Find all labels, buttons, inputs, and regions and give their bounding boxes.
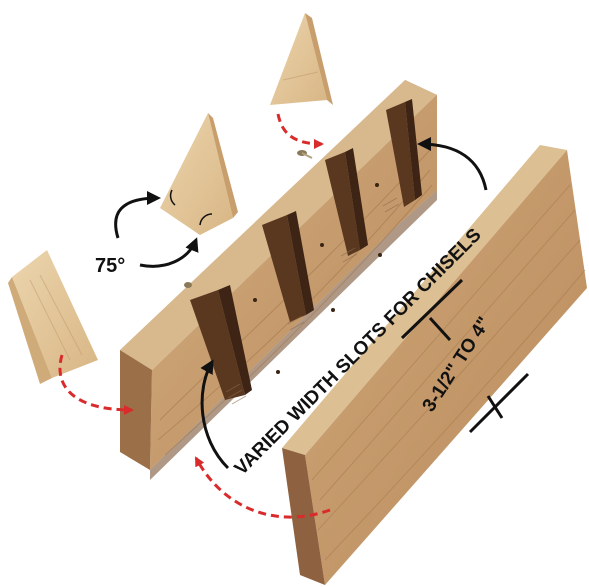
wedge-left (8, 250, 98, 384)
back-board-left-end (120, 350, 152, 470)
wedge-top (270, 13, 333, 105)
wedge-middle (160, 113, 238, 235)
angle-label: 75° (95, 255, 125, 277)
red-arrow-top-wedge (278, 114, 322, 144)
